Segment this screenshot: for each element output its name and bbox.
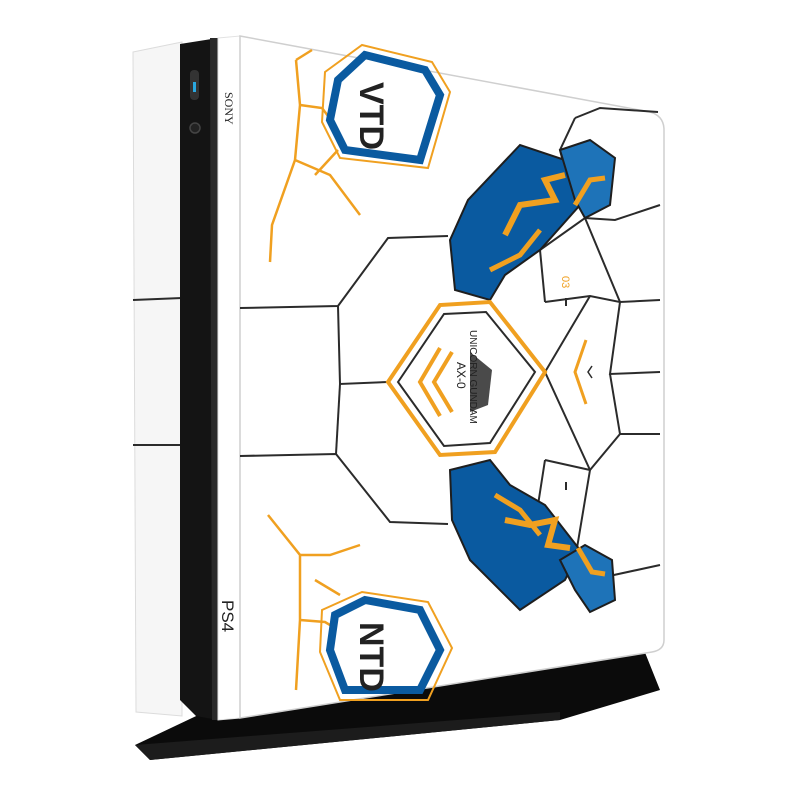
center-emblem: UNICORN GUNDAM AX-0 xyxy=(385,299,548,458)
emblem-mark-icon xyxy=(470,352,492,412)
sony-label: SONY xyxy=(222,92,236,125)
console-front-edge xyxy=(180,38,222,720)
emblem-text-line2: AX-0 xyxy=(454,362,468,389)
blue-armor-upper xyxy=(448,138,617,302)
vtd-text: VTD xyxy=(352,82,390,150)
vtd-badge: VTD xyxy=(320,43,452,170)
ntd-badge: NTD xyxy=(318,590,454,701)
right-chevron-mark: 03 xyxy=(559,276,593,490)
ntd-text: NTD xyxy=(352,622,390,692)
emblem-text-line1: UNICORN GUNDAM xyxy=(467,330,478,424)
console-top-face: UNICORN GUNDAM AX-0 03 xyxy=(239,35,665,719)
ps4-label: PS4 xyxy=(218,600,237,632)
power-button-icon[interactable] xyxy=(189,122,201,134)
console-left-panel xyxy=(132,41,183,717)
blue-armor-lower xyxy=(448,458,617,614)
console-label-strip: SONY PS4 xyxy=(217,35,241,721)
serial-text: 03 xyxy=(559,276,571,288)
